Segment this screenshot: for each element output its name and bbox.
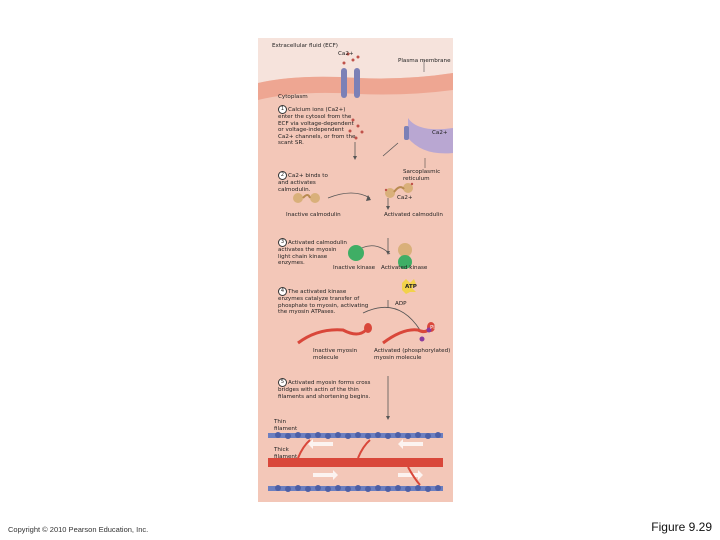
- step-2-text: Ca2+ binds to and activates calmodulin.: [278, 173, 328, 193]
- sr-label: Sarcoplasmic reticulum: [403, 169, 441, 182]
- activated-calmodulin: [384, 182, 414, 198]
- ecf-region: [258, 38, 453, 83]
- atp-label: ATP: [405, 284, 417, 290]
- thick-filament-label: Thick filament: [274, 447, 298, 460]
- actin-beads: [275, 432, 441, 492]
- step-3-text: Activated calmodulin activates the myosi…: [278, 240, 347, 267]
- adp-label: ADP: [395, 301, 407, 307]
- step-2-number: 2: [278, 171, 287, 180]
- atp-badge: [402, 279, 416, 294]
- calcium-label-free: Ca2+: [397, 195, 413, 201]
- calcium-ions-ecf: [342, 52, 360, 65]
- inactive-kinase: [348, 245, 364, 261]
- ecf-label: Extracellular fluid (ECF): [272, 43, 338, 49]
- cytoplasm-region: [258, 38, 453, 502]
- arrow-heads: [353, 156, 390, 420]
- inactive-calmodulin: [293, 193, 320, 203]
- thin-filament-label: Thin filament: [274, 419, 298, 432]
- activated-myosin: [382, 322, 435, 345]
- cytoplasm-label: Cytoplasm: [278, 94, 308, 100]
- figure-artwork: [258, 38, 453, 502]
- step-3-number: 3: [278, 238, 287, 247]
- figure-panel: Extracellular fluid (ECF) Ca2+ Plasma me…: [258, 38, 453, 502]
- calcium-label-ecf: Ca2+: [338, 51, 354, 57]
- calcium-label-sr: Ca2+: [432, 130, 448, 136]
- sr-channel: [404, 126, 409, 140]
- figure-number: Figure 9.29: [651, 520, 712, 534]
- step-1-number: 1: [278, 105, 287, 114]
- cross-bridges: [297, 439, 421, 486]
- step-5-number: 5: [278, 378, 287, 387]
- step-5-text: Activated myosin forms cross bridges wit…: [278, 380, 371, 400]
- sarcoplasmic-reticulum: [408, 118, 453, 154]
- plasma-membrane-label: Plasma membrane: [398, 58, 451, 64]
- step-4-number: 4: [278, 287, 287, 296]
- sliding-arrows: [308, 439, 423, 480]
- activated-calmodulin-label: Activated calmodulin: [384, 212, 443, 218]
- inactive-myosin-label: Inactive myosin molecule: [313, 348, 358, 361]
- inactive-myosin: [297, 323, 372, 345]
- inactive-calmodulin-label: Inactive calmodulin: [286, 212, 341, 218]
- calcium-channel: [341, 68, 360, 98]
- activated-kinase-label: Activated kinase: [381, 265, 428, 271]
- calcium-ions-cytosol: [348, 118, 364, 140]
- phosphate-label: Pi: [430, 325, 435, 331]
- copyright-text: Copyright © 2010 Pearson Education, Inc.: [8, 525, 149, 534]
- activated-kinase: [398, 243, 412, 269]
- step-1-text: Calcium ions (Ca2+) enter the cytosol fr…: [278, 107, 356, 147]
- activated-myosin-label: Activated (phosphorylated) myosin molecu…: [374, 348, 451, 361]
- step-4-text: The activated kinase enzymes catalyze tr…: [278, 289, 369, 316]
- inactive-kinase-label: Inactive kinase: [333, 265, 376, 271]
- thick-filament: [268, 458, 443, 467]
